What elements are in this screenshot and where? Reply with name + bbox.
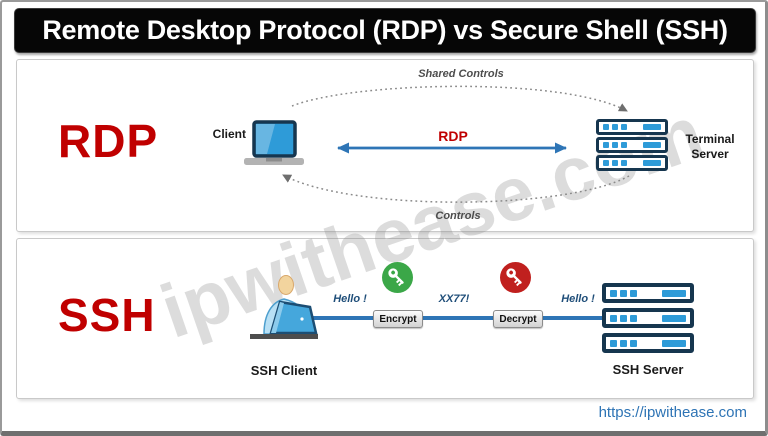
ssh-server-label: SSH Server xyxy=(612,362,684,377)
ssh-section-label: SSH xyxy=(58,289,156,341)
rdp-arrow-label: RDP xyxy=(438,128,468,144)
hello-right-label: Hello ! xyxy=(561,293,595,305)
person-at-laptop-icon xyxy=(250,274,318,345)
encrypt-key-icon xyxy=(382,262,413,298)
controls-label: Controls xyxy=(435,210,481,222)
ssh-client-label: SSH Client xyxy=(250,363,318,378)
page-title: Remote Desktop Protocol (RDP) vs Secure … xyxy=(42,15,728,45)
laptop-icon xyxy=(242,120,306,175)
ssh-server-icon xyxy=(602,283,694,358)
decrypt-key-icon xyxy=(500,262,531,298)
shared-controls-label: Shared Controls xyxy=(418,68,504,80)
terminal-server-label: Terminal Server xyxy=(685,132,735,161)
client-label: Client xyxy=(212,127,246,141)
cipher-label: XX77! xyxy=(438,293,470,305)
decrypt-box: Decrypt xyxy=(493,310,543,328)
rdp-section-label: RDP xyxy=(58,115,159,167)
footer-link[interactable]: https://ipwithease.com xyxy=(598,404,747,421)
hello-left-label: Hello ! xyxy=(333,293,367,305)
encrypt-box: Encrypt xyxy=(373,310,423,328)
terminal-server-icon xyxy=(596,119,668,173)
title-bar: Remote Desktop Protocol (RDP) vs Secure … xyxy=(14,8,756,53)
